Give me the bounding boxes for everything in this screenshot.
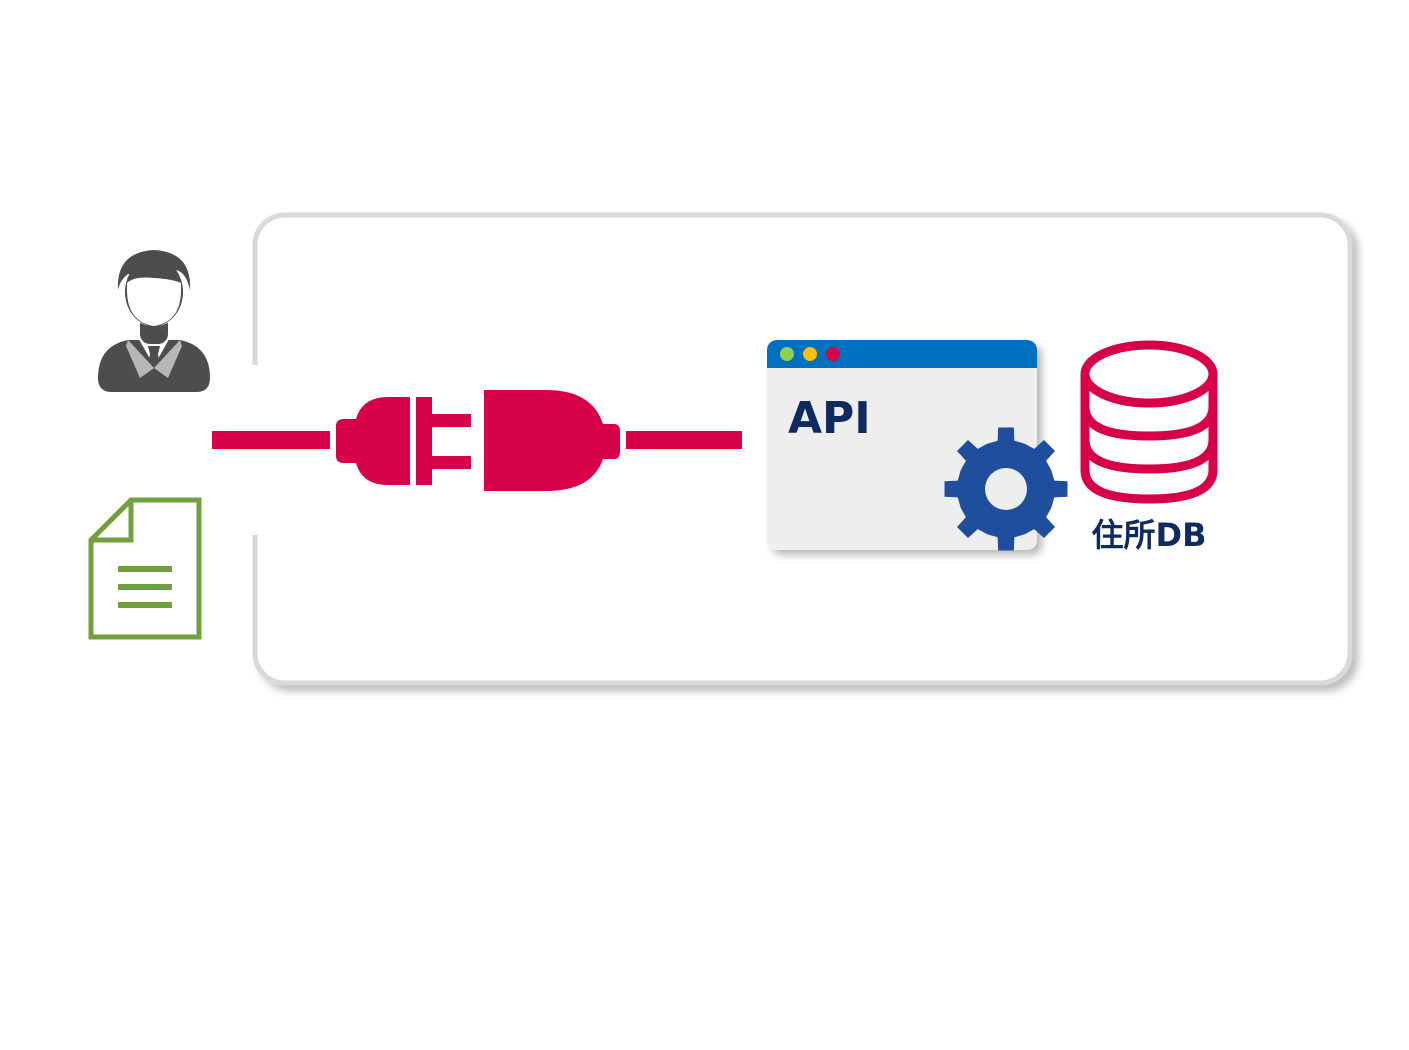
gear-hole — [985, 468, 1027, 510]
business-person-icon — [98, 250, 210, 392]
window-dot-red — [826, 347, 840, 361]
socket-icon — [484, 390, 620, 491]
plug-icon — [336, 397, 471, 485]
connector-cable-right — [626, 431, 742, 449]
database-label: 住所DB — [1092, 516, 1207, 554]
database-icon — [1080, 340, 1218, 504]
gear-icon — [944, 427, 1068, 551]
connector-cable-left — [212, 431, 330, 449]
window-dot-green — [780, 347, 794, 361]
connector — [212, 390, 742, 491]
api-title: API — [788, 393, 871, 444]
window-dot-yellow — [803, 347, 817, 361]
document-icon — [88, 497, 202, 640]
